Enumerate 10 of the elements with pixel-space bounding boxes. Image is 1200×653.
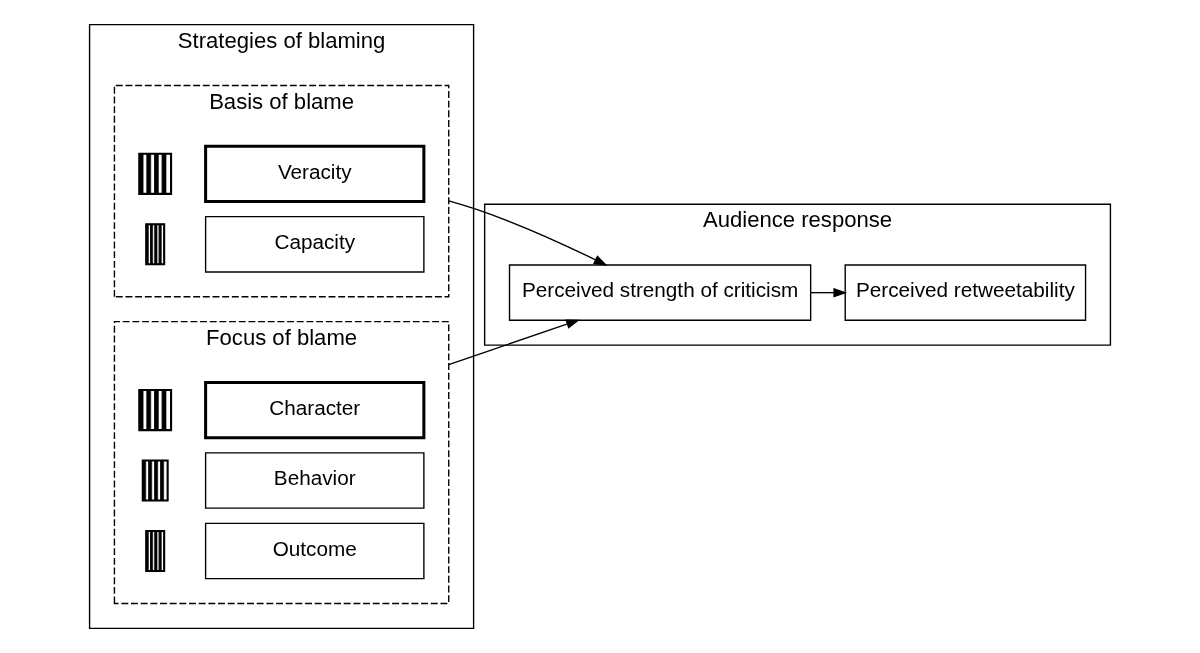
node-box: Veracity [204,144,426,203]
node-box: Perceived strength of criticism [508,264,812,321]
node-box: Behavior [204,452,425,509]
arrow [448,319,580,366]
node-box: Capacity [204,216,425,273]
arrow [810,287,848,298]
node-box: Outcome [204,522,425,580]
node-box: Perceived retweetability [844,264,1087,321]
arrow [448,200,608,266]
node-box: Character [204,380,426,440]
